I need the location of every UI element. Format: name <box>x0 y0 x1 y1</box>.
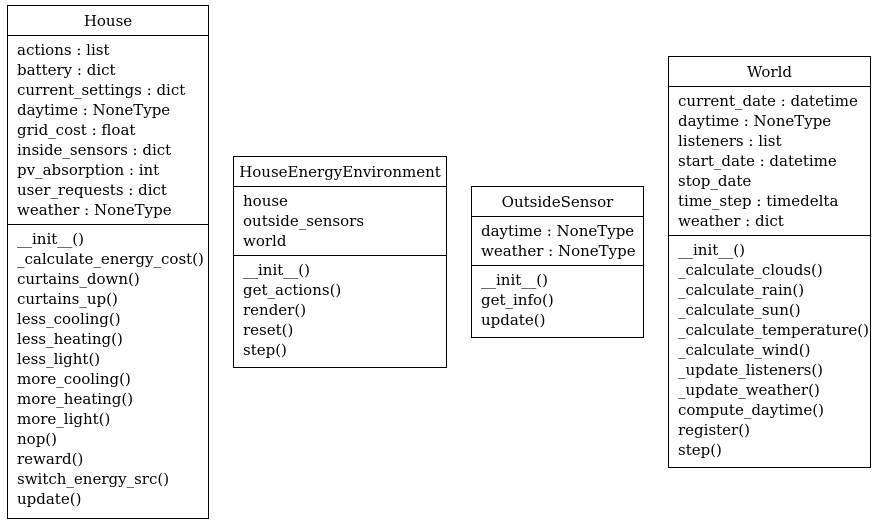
class-title: HouseEnergyEnvironment <box>234 157 446 187</box>
attribute-item: stop_date <box>678 172 752 190</box>
attribute-item: world <box>243 232 287 250</box>
method-list: __init__() _calculate_clouds() _calculate_… <box>669 235 870 464</box>
class-world: World current_date : datetime daytime : N… <box>668 56 871 468</box>
attribute-list: actions : list battery : dict current_sett… <box>8 36 208 224</box>
attribute-item: time_step : timedelta <box>678 192 839 210</box>
attribute-item: weather : NoneType <box>481 242 636 260</box>
method-item: step() <box>678 441 722 459</box>
method-item: _update_weather() <box>678 381 820 399</box>
method-item: _calculate_wind() <box>678 341 811 359</box>
method-item: get_actions() <box>243 281 342 299</box>
attribute-item: daytime : NoneType <box>481 222 635 240</box>
method-list: __init__() get_info() update() <box>472 265 643 334</box>
method-item: more_heating() <box>17 390 134 408</box>
method-item: curtains_up() <box>17 290 118 308</box>
class-title: OutsideSensor <box>472 187 643 217</box>
class-title: House <box>8 6 208 36</box>
attribute-item: start_date : datetime <box>678 152 837 170</box>
attribute-item: inside_sensors : dict <box>17 141 172 159</box>
method-list: __init__() _calculate_energy_cost()curtai… <box>8 224 208 513</box>
method-item: get_info() <box>481 291 554 309</box>
attribute-item: outside_sensors <box>243 212 365 230</box>
method-item: less_cooling() <box>17 310 121 328</box>
method-item: _calculate_temperature() <box>678 321 870 339</box>
method-item: _calculate_sun() <box>678 301 801 319</box>
attribute-item: listeners : list <box>678 132 782 150</box>
attribute-item: pv_absorption : int <box>17 161 160 179</box>
method-item: compute_daytime() <box>678 401 824 419</box>
method-item: less_heating() <box>17 330 123 348</box>
method-item: _calculate_rain() <box>678 281 805 299</box>
attribute-item: user_requests : dict <box>17 181 167 199</box>
attribute-list: daytime : NoneType weather : NoneType <box>472 217 643 265</box>
method-item: register() <box>678 421 750 439</box>
attribute-item: weather : dict <box>678 212 784 230</box>
attribute-item: daytime : NoneType <box>17 101 171 119</box>
method-item: less_light() <box>17 350 101 368</box>
attribute-list: current_date : datetime daytime : NoneTyp… <box>669 87 870 235</box>
class-outside-sensor: OutsideSensor daytime : NoneType weather … <box>471 186 644 338</box>
method-item: __init__() <box>678 241 745 259</box>
method-list: __init__() get_actions() render() reset() st… <box>234 255 446 364</box>
method-item: _calculate_energy_cost() <box>17 250 204 268</box>
method-item: curtains_down() <box>17 270 140 288</box>
attribute-item: actions : list <box>17 41 110 59</box>
method-item: more_light() <box>17 410 111 428</box>
attribute-item: daytime : NoneType <box>678 112 832 130</box>
method-item: __init__() <box>17 230 84 248</box>
method-item: __init__() <box>481 271 548 289</box>
attribute-item: weather : NoneType <box>17 201 172 219</box>
method-item: update() <box>481 311 546 329</box>
method-item: _calculate_clouds() <box>678 261 823 279</box>
method-item: more_cooling() <box>17 370 131 388</box>
method-item: nop() <box>17 430 57 448</box>
attribute-item: battery : dict <box>17 61 116 79</box>
method-item: reset() <box>243 321 294 339</box>
attribute-item: current_date : datetime <box>678 92 858 110</box>
method-item: reward() <box>17 450 84 468</box>
class-house-energy-environment: HouseEnergyEnvironment house outside_sens… <box>233 156 447 368</box>
attribute-item: house <box>243 192 288 210</box>
method-item: update() <box>17 490 82 508</box>
attribute-item: grid_cost : float <box>17 121 136 139</box>
class-title: World <box>669 57 870 87</box>
method-item: render() <box>243 301 307 319</box>
method-item: _update_listeners() <box>678 361 824 379</box>
method-item: __init__() <box>243 261 310 279</box>
method-item: step() <box>243 341 287 359</box>
method-item: switch_energy_src() <box>17 470 170 488</box>
attribute-item: current_settings : dict <box>17 81 186 99</box>
class-house: House actions : list battery : dict curren… <box>7 5 209 519</box>
